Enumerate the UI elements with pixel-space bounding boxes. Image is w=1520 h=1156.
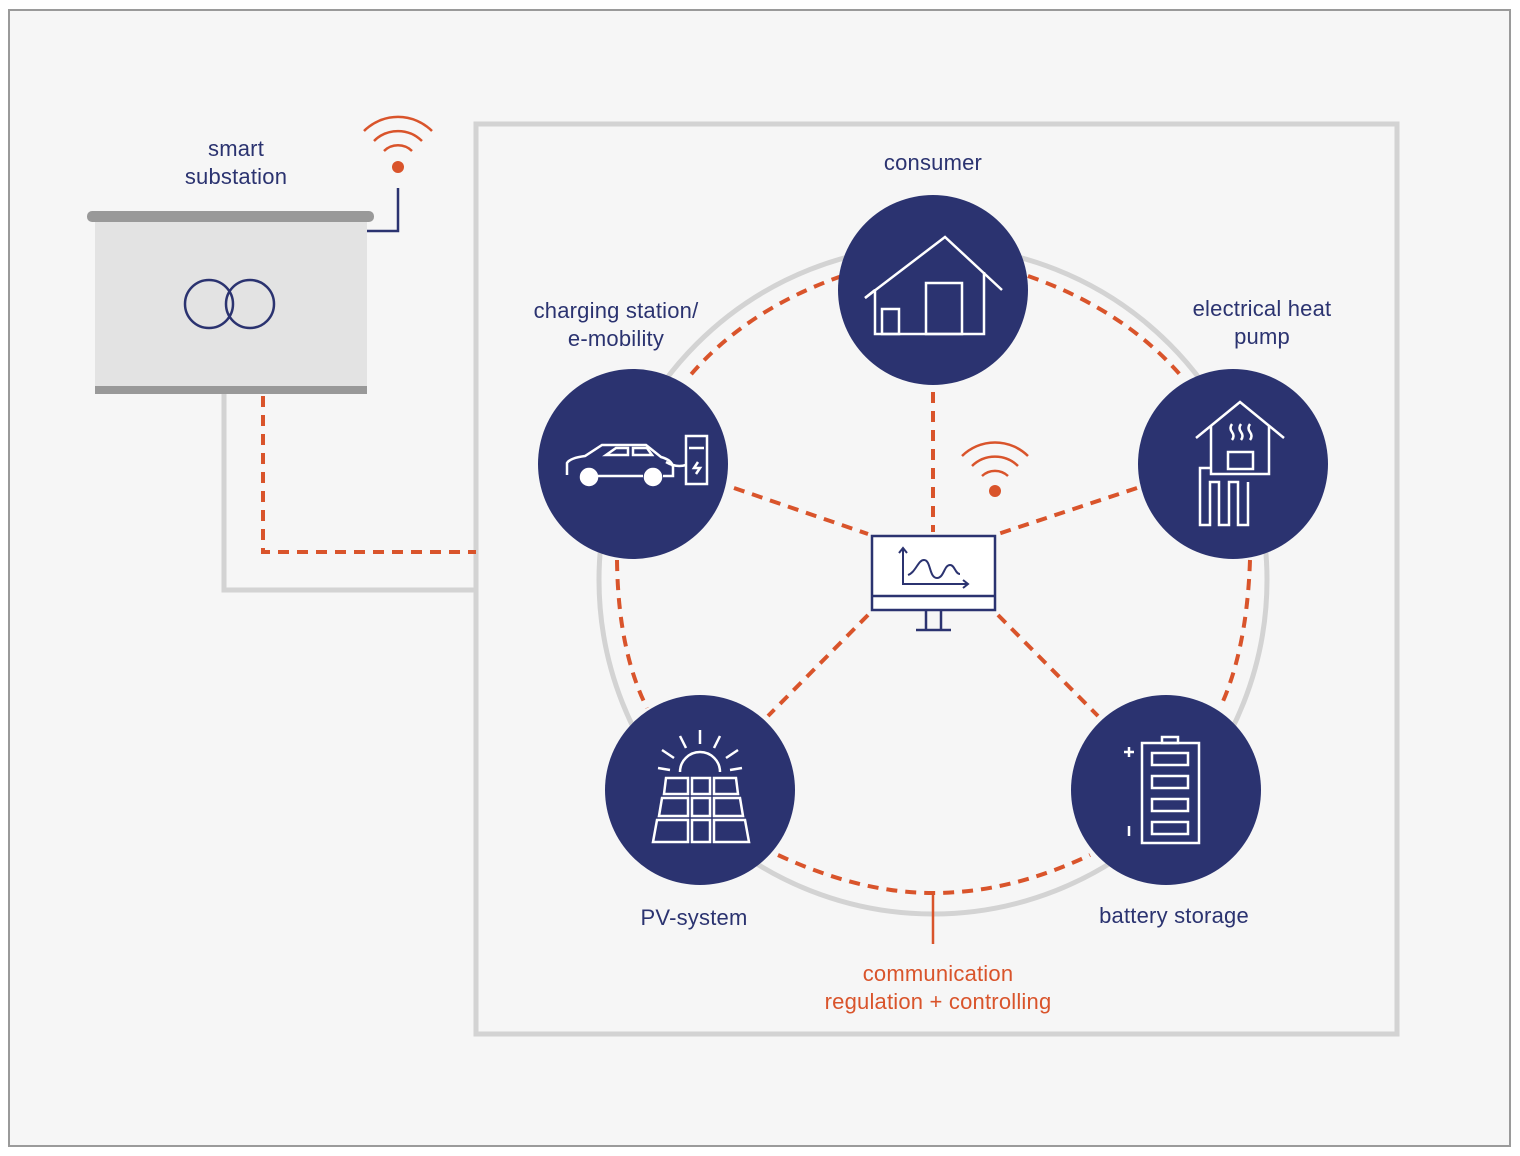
house-icon: [864, 235, 1003, 336]
heat-pump-label-line1: electrical heat: [1193, 296, 1332, 321]
spoke-lines: [733, 392, 1138, 718]
pv-label: PV-system: [641, 905, 748, 930]
smart-substation: [87, 115, 433, 394]
charging-node: [538, 369, 728, 559]
outer-frame: [8, 9, 1511, 1147]
center-wifi-icon: [961, 441, 1029, 497]
wifi-signal-icon: [363, 115, 433, 173]
transformer-icon: [183, 278, 276, 330]
antenna-wire: [367, 188, 400, 233]
communication-label-line2: regulation + controlling: [825, 989, 1052, 1014]
heat-pump-node: [1138, 369, 1328, 559]
heat-pump-label-line2: pump: [1234, 324, 1290, 349]
substation-body: [95, 220, 367, 390]
substation-title-line1: smart: [208, 136, 264, 161]
power-line: [221, 394, 476, 593]
substation-top-bar: [87, 211, 374, 222]
pv-node: [605, 695, 795, 885]
battery-icon: [1124, 735, 1201, 845]
heat-pump-icon: [1195, 400, 1285, 527]
charging-label-line2: e-mobility: [568, 326, 664, 351]
battery-node: [1071, 695, 1261, 885]
consumer-label: consumer: [884, 150, 982, 175]
system-boundary: [473, 121, 1400, 1037]
communication-label-line1: communication: [863, 961, 1014, 986]
substation-title-line2: substation: [185, 164, 287, 189]
control-monitor: [870, 534, 997, 632]
charging-label-line1: charging station/: [534, 298, 700, 323]
substation-bottom-bar: [95, 386, 367, 394]
battery-label: battery storage: [1099, 903, 1249, 928]
solar-panel-icon: [651, 730, 751, 844]
substation-comm-line: [261, 396, 476, 554]
monitor-chart-icon: [898, 546, 970, 589]
consumer-node: [838, 195, 1028, 385]
car-charging-icon: [565, 434, 709, 487]
